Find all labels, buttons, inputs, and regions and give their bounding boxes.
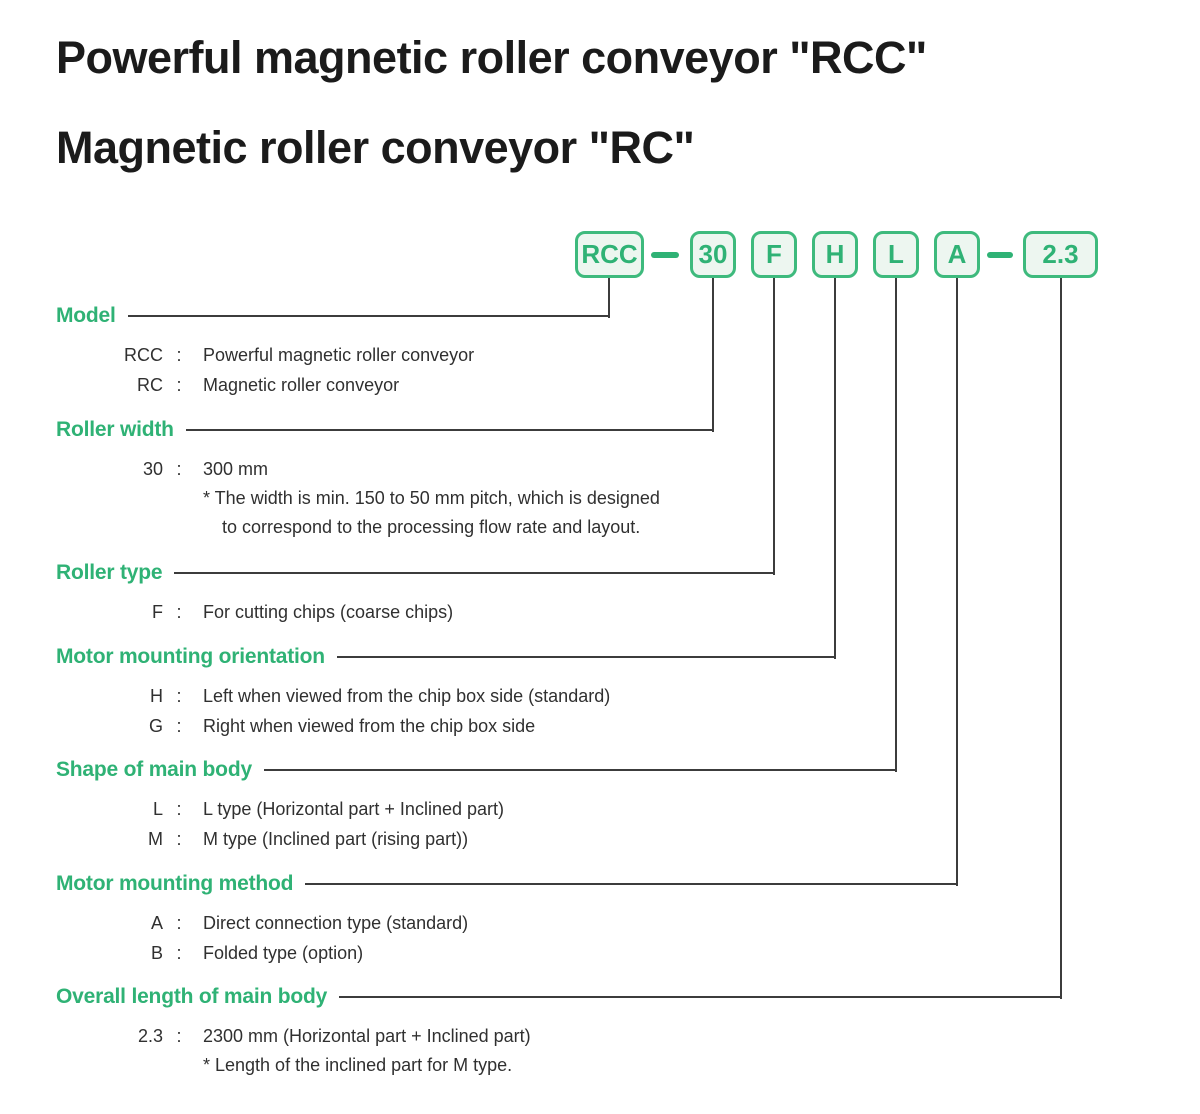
note-line: to correspond to the processing flow rat… xyxy=(222,517,641,537)
definition-colon: : xyxy=(176,685,182,706)
definition-description: Direct connection type (standard) xyxy=(203,912,469,933)
connector-vline-shape-of-main-body xyxy=(895,278,897,772)
definition-row-rcc: RCC: Powerful magnetic roller conveyor xyxy=(56,340,474,370)
connector-hline-model xyxy=(127,315,610,317)
section-header-shape-of-main-body: Shape of main body xyxy=(56,758,897,782)
definition-code: 30 xyxy=(142,458,163,479)
connector-vline-model xyxy=(608,278,610,318)
definition-row-b: B: Folded type (option) xyxy=(56,938,468,968)
definition-description: Left when viewed from the chip box side … xyxy=(203,685,611,706)
section-rows-motor-mounting-method: A: Direct connection type (standard) B: Fol… xyxy=(56,908,468,968)
connector-vline-roller-width xyxy=(712,278,714,432)
code-separator-dash-2 xyxy=(987,252,1013,258)
connector-vline-motor-mounting-orientation xyxy=(834,278,836,659)
page-title-rcc: Powerful magnetic roller conveyor "RCC" xyxy=(56,32,927,83)
definition-colon: : xyxy=(176,828,182,849)
section-notes-roller-width: * The width is min. 150 to 50 mm pitch, … xyxy=(56,484,660,542)
definition-code: RCC xyxy=(124,344,163,365)
section-label-motor-mounting-method: Motor mounting method xyxy=(56,872,294,895)
section-rows-roller-type: F: For cutting chips (coarse chips) xyxy=(56,597,453,627)
code-box-a: A xyxy=(934,231,980,278)
connector-hline-roller-width xyxy=(185,429,714,431)
note-line: * The width is min. 150 to 50 mm pitch, … xyxy=(203,488,660,508)
definition-colon: : xyxy=(176,912,182,933)
definition-colon: : xyxy=(176,601,182,622)
definition-row-a: A: Direct connection type (standard) xyxy=(56,908,468,938)
section-label-roller-type: Roller type xyxy=(56,561,163,584)
section-rows-shape-of-main-body: L: L type (Horizontal part + Inclined par… xyxy=(56,794,504,854)
code-box-h: H xyxy=(812,231,858,278)
definition-description: 2300 mm (Horizontal part + Inclined part… xyxy=(203,1025,531,1046)
section-header-motor-mounting-orientation: Motor mounting orientation xyxy=(56,645,836,669)
code-box-2.3: 2.3 xyxy=(1023,231,1098,278)
code-separator-dash-1 xyxy=(651,252,679,258)
definition-description: L type (Horizontal part + Inclined part) xyxy=(203,798,504,819)
section-rows-overall-length-of-main-body: 2.3:2300 mm (Horizontal part + Inclined … xyxy=(56,1021,531,1080)
definition-description: 300 mm xyxy=(203,458,269,479)
section-rows-roller-width: 30:300 mm * The width is min. 150 to 50 m… xyxy=(56,454,660,542)
connector-vline-motor-mounting-method xyxy=(956,278,958,886)
connector-hline-roller-type xyxy=(174,572,775,574)
definition-row-2.3: 2.3:2300 mm (Horizontal part + Inclined … xyxy=(56,1021,531,1051)
definition-row-h: H: Left when viewed from the chip box sid… xyxy=(56,681,610,711)
definition-colon: : xyxy=(176,798,182,819)
definition-code: A xyxy=(150,912,163,933)
section-header-roller-type: Roller type xyxy=(56,561,775,585)
definition-row-m: M: M type (Inclined part (rising part)) xyxy=(56,824,504,854)
definition-description: Folded type (option) xyxy=(203,942,364,963)
section-label-motor-mounting-orientation: Motor mounting orientation xyxy=(56,645,325,668)
definition-code: 2.3 xyxy=(137,1025,163,1046)
definition-code: M xyxy=(148,828,163,849)
section-header-motor-mounting-method: Motor mounting method xyxy=(56,872,958,896)
definition-description: M type (Inclined part (rising part)) xyxy=(203,828,469,849)
definition-row-rc: RC: Magnetic roller conveyor xyxy=(56,370,474,400)
code-box-30: 30 xyxy=(690,231,736,278)
connector-hline-shape-of-main-body xyxy=(263,769,897,771)
definition-description: Powerful magnetic roller conveyor xyxy=(203,344,475,365)
definition-description: Right when viewed from the chip box side xyxy=(203,715,536,736)
section-label-roller-width: Roller width xyxy=(56,418,174,441)
definition-code: RC xyxy=(137,374,163,395)
connector-vline-roller-type xyxy=(773,278,775,575)
section-header-overall-length-of-main-body: Overall length of main body xyxy=(56,985,1062,1009)
note-line: * Length of the inclined part for M type… xyxy=(203,1055,513,1075)
definition-colon: : xyxy=(176,942,182,963)
page-title-rc: Magnetic roller conveyor "RC" xyxy=(56,122,695,173)
connector-vline-overall-length-of-main-body xyxy=(1060,278,1062,999)
definition-row-f: F: For cutting chips (coarse chips) xyxy=(56,597,453,627)
code-box-rcc: RCC xyxy=(575,231,644,278)
definition-colon: : xyxy=(176,374,182,395)
connector-hline-overall-length-of-main-body xyxy=(339,996,1062,998)
definition-code: H xyxy=(150,685,163,706)
section-notes-overall-length-of-main-body: * Length of the inclined part for M type… xyxy=(56,1051,531,1080)
section-label-model: Model xyxy=(56,304,116,327)
definition-colon: : xyxy=(176,715,182,736)
section-header-model: Model xyxy=(56,304,610,328)
definition-code: L xyxy=(152,798,163,819)
connector-hline-motor-mounting-orientation xyxy=(336,656,836,658)
definition-code: G xyxy=(148,715,163,736)
definition-code: F xyxy=(152,601,163,622)
definition-code: B xyxy=(150,942,163,963)
section-label-overall-length-of-main-body: Overall length of main body xyxy=(56,985,328,1008)
definition-colon: : xyxy=(176,344,182,365)
definition-row-l: L: L type (Horizontal part + Inclined par… xyxy=(56,794,504,824)
code-box-f: F xyxy=(751,231,797,278)
definition-description: For cutting chips (coarse chips) xyxy=(203,601,454,622)
definition-description: Magnetic roller conveyor xyxy=(203,374,400,395)
code-box-l: L xyxy=(873,231,919,278)
definition-row-30: 30:300 mm xyxy=(56,454,660,484)
section-rows-motor-mounting-orientation: H: Left when viewed from the chip box sid… xyxy=(56,681,610,741)
connector-hline-motor-mounting-method xyxy=(305,883,958,885)
section-label-shape-of-main-body: Shape of main body xyxy=(56,758,252,781)
definition-colon: : xyxy=(176,458,182,479)
definition-colon: : xyxy=(176,1025,182,1046)
definition-row-g: G: Right when viewed from the chip box si… xyxy=(56,711,610,741)
section-header-roller-width: Roller width xyxy=(56,418,714,442)
